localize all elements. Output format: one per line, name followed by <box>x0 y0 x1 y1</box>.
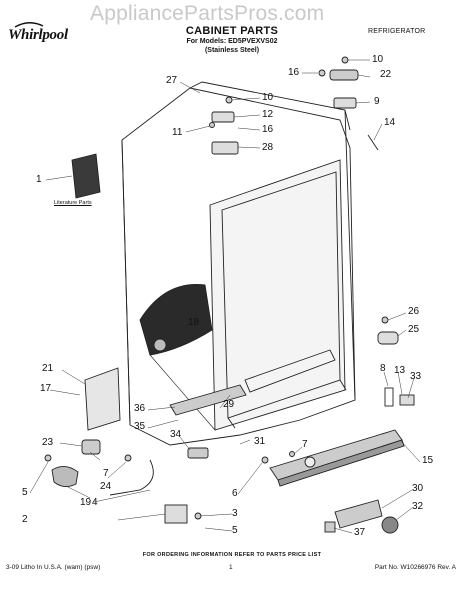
callout-9: 9 <box>374 96 380 107</box>
model-number: For Models: ED5PVEXVS02 <box>186 38 278 45</box>
callout-21: 21 <box>42 363 54 374</box>
callout-14: 14 <box>384 117 396 128</box>
callout-34: 34 <box>170 429 182 440</box>
callout-7: 7 <box>302 439 308 450</box>
callout-6: 6 <box>232 488 238 499</box>
callout-32: 32 <box>412 501 424 512</box>
page-title: CABINET PARTS <box>185 25 279 37</box>
callout-5: 5 <box>22 487 28 498</box>
callout-11: 11 <box>172 127 183 138</box>
callout-1: 1 <box>36 174 42 185</box>
callout-24: 24 <box>100 481 112 492</box>
callout-29: 29 <box>223 399 235 410</box>
callout-7b: 7 <box>103 468 109 479</box>
callout-26: 26 <box>408 306 420 317</box>
callout-28: 28 <box>262 142 274 153</box>
callout-30: 30 <box>412 483 424 494</box>
page-number: 1 <box>229 564 233 571</box>
callout-4: 4 <box>92 497 98 508</box>
callout-15: 15 <box>422 455 434 466</box>
finish-label: (Stainless Steel) <box>204 47 260 54</box>
literature-parts-label: Literature Parts <box>54 200 92 206</box>
callout-16: 16 <box>288 67 300 78</box>
callout-36: 36 <box>134 403 146 414</box>
category-label: REFRIGERATOR <box>368 28 426 35</box>
callout-35: 35 <box>134 421 146 432</box>
ordering-info: FOR ORDERING INFORMATION REFER TO PARTS … <box>142 552 322 558</box>
watermark: AppliancePartsPros.com <box>90 2 325 25</box>
callout-37: 37 <box>354 527 366 538</box>
callout-3: 3 <box>232 508 238 519</box>
callout-8: 8 <box>380 363 386 374</box>
callout-31: 31 <box>254 436 266 447</box>
brand-logo: Whirlpool <box>8 27 68 43</box>
callout-13: 13 <box>394 365 406 376</box>
callout-16b: 16 <box>262 124 274 135</box>
callout-5b: 5 <box>232 525 238 536</box>
brand-logo-swoosh <box>14 22 44 28</box>
exploded-diagram <box>29 56 421 534</box>
print-info: 3-09 Litho In U.S.A. (wam) (psw) <box>6 564 101 571</box>
part-number: Part No. W10266976 Rev. A <box>374 564 456 571</box>
callout-27: 27 <box>166 75 178 86</box>
callout-12: 12 <box>262 109 274 120</box>
callout-17: 17 <box>40 383 52 394</box>
callout-18: 18 <box>188 317 200 328</box>
callout-23: 23 <box>42 437 54 448</box>
callout-10b: 10 <box>262 92 274 103</box>
callout-2: 2 <box>22 514 28 525</box>
callout-25: 25 <box>408 324 420 335</box>
callout-22: 22 <box>380 69 392 80</box>
callout-19: 19 <box>80 497 92 508</box>
callout-10: 10 <box>372 54 384 65</box>
callout-33: 33 <box>410 371 422 382</box>
